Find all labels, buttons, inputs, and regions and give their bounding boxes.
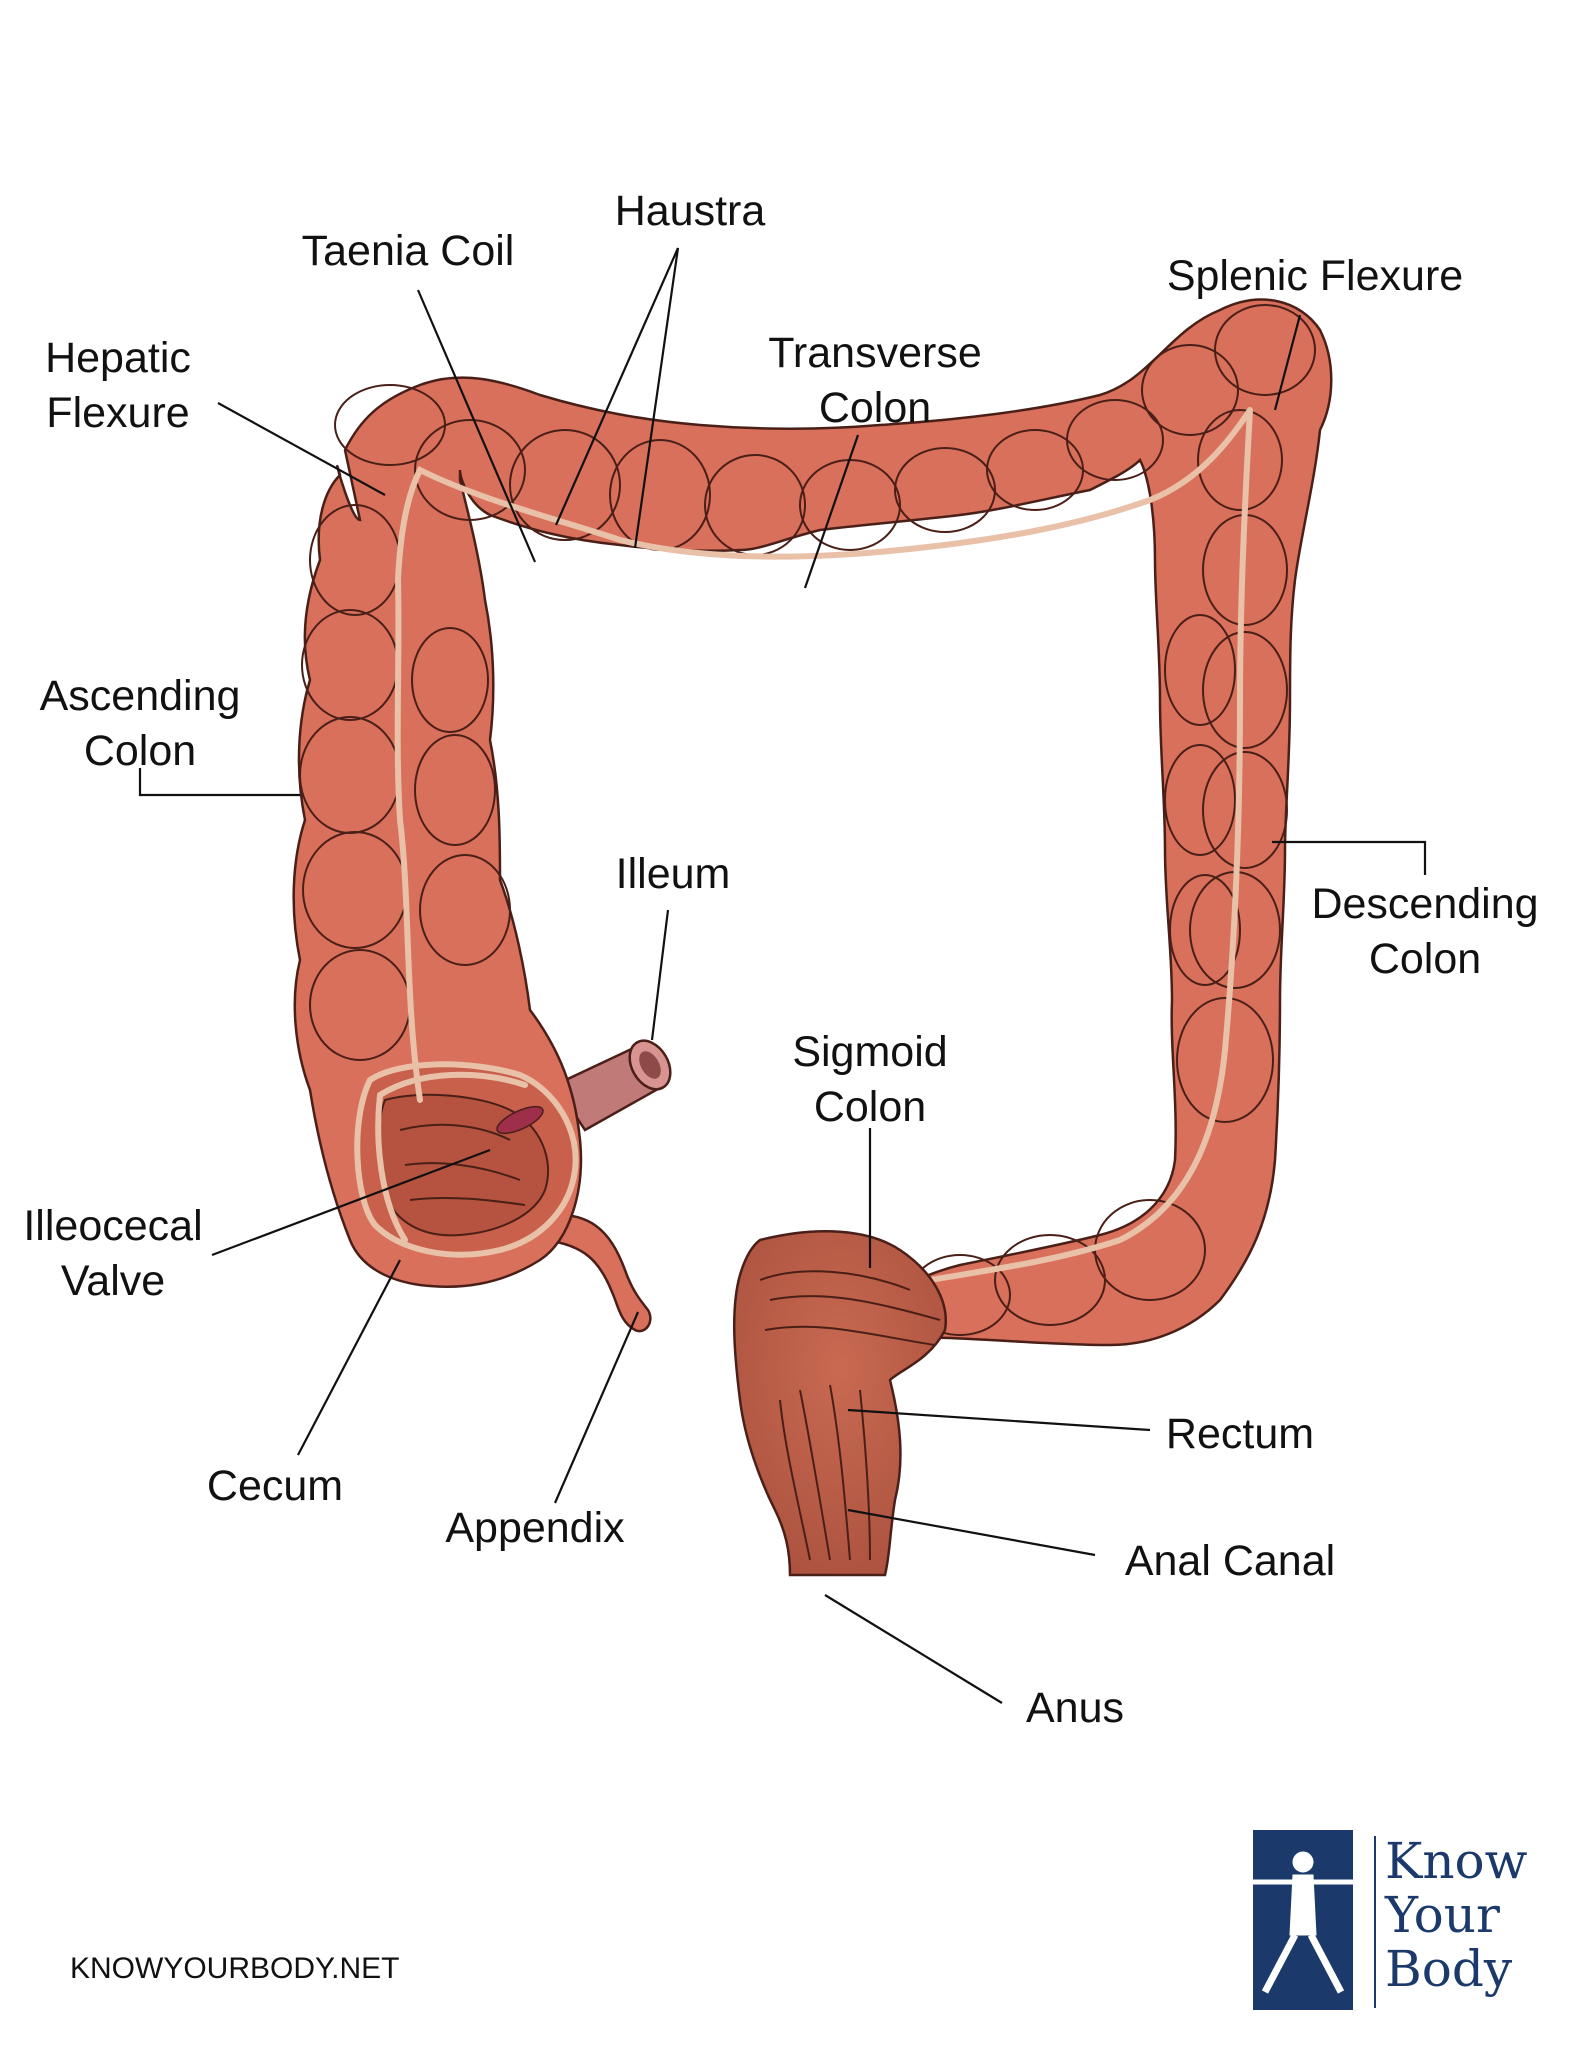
leader-hepatic-flexure [217, 402, 386, 496]
appendix-shape [538, 1213, 652, 1333]
label-appendix: Appendix [445, 1504, 625, 1552]
label-anal-canal: Anal Canal [1125, 1537, 1335, 1585]
logo-word-body: Body [1385, 1940, 1513, 1998]
leader-descending-colon [1272, 840, 1427, 875]
label-illeocecal-valve-line2: Valve [61, 1257, 165, 1305]
leader-rectum [847, 1408, 1151, 1432]
know-your-body-logo: Know Your Body [1235, 1830, 1528, 2010]
labels: Haustra Taenia Coil Splenic Flexure Hepa… [23, 187, 1538, 1732]
label-illeum: Illeum [616, 850, 731, 898]
haustra-lobes [334, 304, 1316, 556]
label-illeocecal-valve-line1: Illeocecal [23, 1202, 202, 1250]
rectum-anal-canal [732, 1230, 948, 1577]
leader-transverse-colon [803, 434, 860, 589]
colon-main-body [292, 298, 1333, 1347]
leader-anus [824, 1594, 1003, 1704]
label-sigmoid-colon-line2: Colon [814, 1083, 926, 1131]
logo-word-know: Know [1385, 1832, 1528, 1890]
label-ascending-colon-line2: Colon [84, 727, 196, 775]
leader-appendix [553, 1311, 640, 1504]
label-haustra: Haustra [615, 187, 766, 235]
leader-haustra-b [633, 247, 680, 549]
label-cecum: Cecum [207, 1462, 343, 1510]
leader-illeum [650, 909, 670, 1041]
website-footer: KNOWYOURBODY.NET [70, 1952, 400, 1985]
leader-taenia-coil [416, 289, 537, 563]
label-ascending-colon-line1: Ascending [40, 672, 241, 720]
colon-illustration [292, 298, 1333, 1577]
illeum-tube [553, 1039, 672, 1132]
label-descending-colon-line2: Colon [1369, 935, 1481, 983]
label-descending-colon-line1: Descending [1311, 880, 1538, 928]
leader-haustra-a [554, 247, 680, 526]
leader-cecum [297, 1259, 401, 1456]
leader-lines [138, 247, 1427, 1704]
leader-anal-canal [847, 1508, 1096, 1557]
human-figure-icon [1235, 1851, 1371, 1994]
label-anus: Anus [1026, 1684, 1124, 1732]
label-transverse-colon-line1: Transverse [768, 329, 981, 377]
label-transverse-colon-line2: Colon [819, 384, 931, 432]
label-sigmoid-colon-line1: Sigmoid [792, 1028, 947, 1076]
label-rectum: Rectum [1166, 1410, 1314, 1458]
leader-splenic-flexure [1273, 314, 1302, 411]
label-splenic-flexure: Splenic Flexure [1167, 252, 1463, 300]
label-hepatic-flexure-line2: Flexure [46, 389, 189, 437]
label-taenia-coil: Taenia Coil [302, 227, 515, 275]
taenia-coil-band [375, 407, 1253, 1283]
leader-ascending-colon [138, 768, 300, 797]
leader-illeocecal-valve [211, 1148, 491, 1257]
label-hepatic-flexure-line1: Hepatic [45, 334, 191, 382]
logo-word-your: Your [1384, 1886, 1500, 1944]
